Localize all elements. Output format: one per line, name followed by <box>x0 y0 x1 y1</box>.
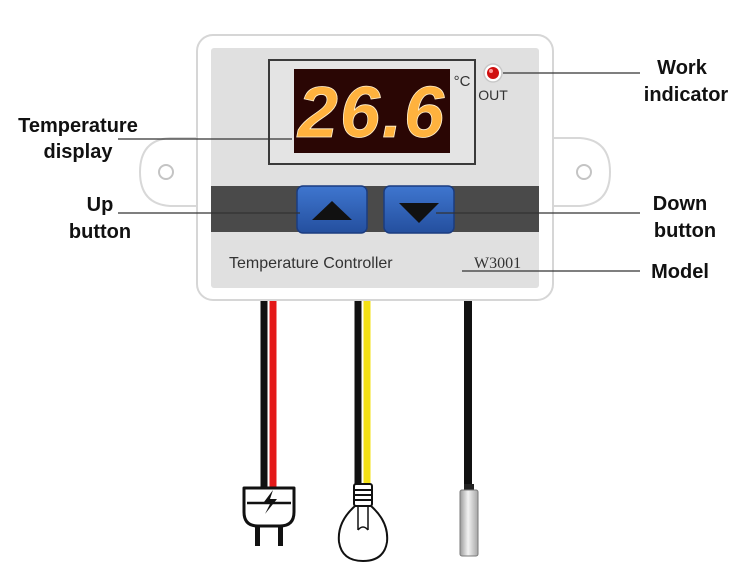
callout-model: Model <box>651 261 709 283</box>
mounting-ear-left <box>138 137 206 207</box>
temperature-reading: 26.6 <box>296 73 446 153</box>
power-plug-icon <box>242 486 296 546</box>
callout-work-indicator-line1: Work <box>657 57 708 79</box>
callout-temperature-display-line1: Temperature <box>18 115 138 137</box>
out-label: OUT <box>478 87 508 103</box>
load-wires <box>354 300 371 488</box>
unit-symbol: °C <box>454 73 471 90</box>
callout-down-button-line1: Down <box>653 193 707 215</box>
up-button[interactable] <box>296 185 368 234</box>
button-strip <box>211 186 539 232</box>
callout-work-indicator-line2: indicator <box>644 84 729 106</box>
display-screen <box>294 69 450 153</box>
work-indicator-led <box>483 63 503 83</box>
mounting-ear-right <box>544 137 612 207</box>
callout-up-button-line2: button <box>69 221 131 243</box>
temperature-probe-icon <box>459 484 479 557</box>
callout-up-button-line1: Up <box>87 194 114 216</box>
product-name: Temperature Controller <box>229 255 393 272</box>
up-arrow-icon <box>312 201 352 220</box>
down-button[interactable] <box>383 185 455 234</box>
light-bulb-icon <box>337 483 389 563</box>
power-wires <box>260 300 277 490</box>
model-code: W3001 <box>474 255 521 272</box>
callout-down-button-line2: button <box>654 220 716 242</box>
down-arrow-icon <box>399 203 439 223</box>
callout-temperature-display-line2: display <box>44 141 114 163</box>
